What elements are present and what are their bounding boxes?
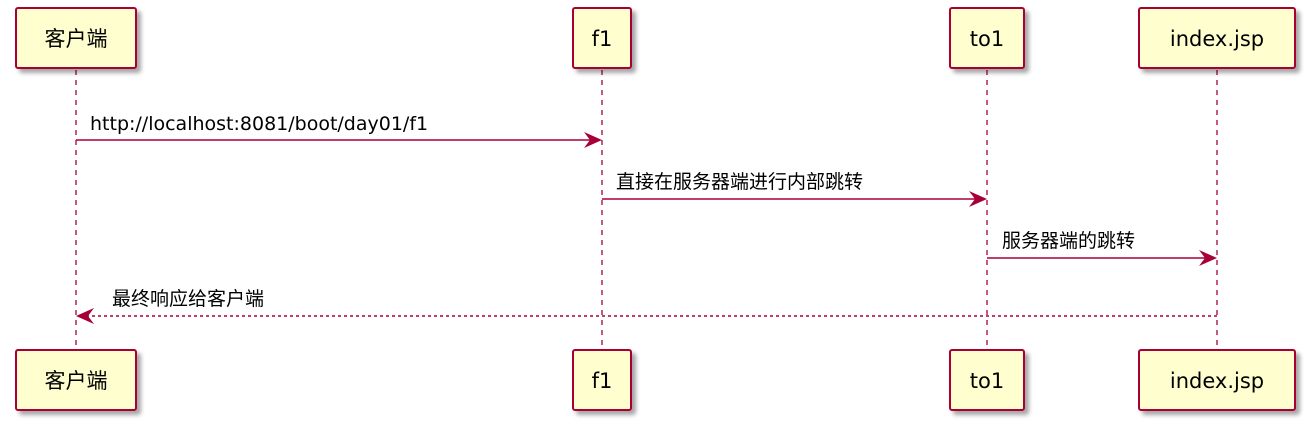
participant-f1-top: f1 <box>572 7 632 69</box>
participant-label: 客户端 <box>45 369 108 393</box>
participant-client-bottom: 客户端 <box>15 349 137 411</box>
participant-to1-bottom: to1 <box>949 349 1025 411</box>
message-response: 最终响应给客户端 <box>76 288 1217 324</box>
participant-index-bottom: index.jsp <box>1138 349 1296 411</box>
participant-label: to1 <box>970 369 1004 393</box>
participant-label: f1 <box>592 369 613 393</box>
message-label: http://localhost:8081/boot/day01/f1 <box>90 113 428 135</box>
participant-label: index.jsp <box>1170 27 1264 51</box>
arrowhead-right-icon <box>584 132 602 148</box>
participant-index-top: index.jsp <box>1138 7 1296 69</box>
message-label: 服务器端的跳转 <box>1002 230 1135 252</box>
participant-to1-top: to1 <box>949 7 1025 69</box>
arrowhead-right-icon <box>969 191 987 207</box>
message-label: 最终响应给客户端 <box>112 288 264 310</box>
lifelines <box>75 70 1218 350</box>
message-label: 直接在服务器端进行内部跳转 <box>616 171 863 193</box>
participant-label: f1 <box>592 27 613 51</box>
participant-label: index.jsp <box>1170 369 1264 393</box>
arrowhead-right-icon <box>1199 250 1217 266</box>
message-request: http://localhost:8081/boot/day01/f1 <box>76 113 602 148</box>
participant-label: to1 <box>970 27 1004 51</box>
participant-label: 客户端 <box>45 27 108 51</box>
message-server-redirect: 服务器端的跳转 <box>987 230 1217 266</box>
participant-f1-bottom: f1 <box>572 349 632 411</box>
arrowhead-left-icon <box>76 308 94 324</box>
participant-client-top: 客户端 <box>15 7 137 69</box>
message-internal-forward: 直接在服务器端进行内部跳转 <box>602 171 987 207</box>
